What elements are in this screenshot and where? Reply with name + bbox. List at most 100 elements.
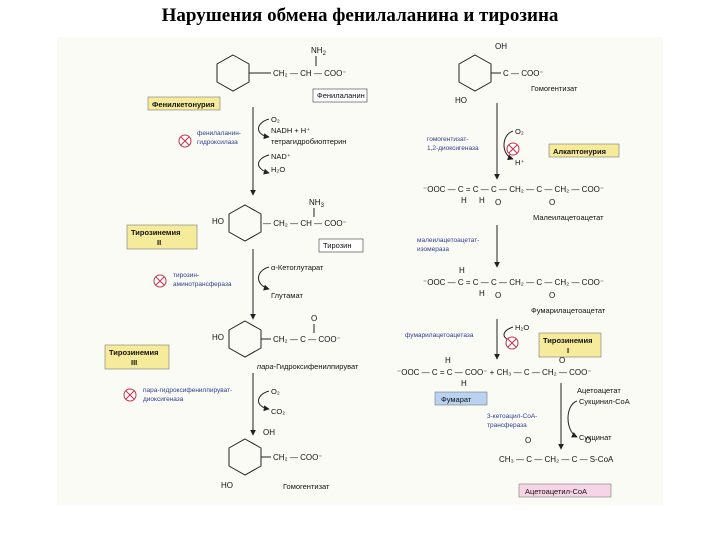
faa-h2: H: [479, 289, 485, 298]
tyr3-disease-line1: Тирозинемия: [109, 348, 158, 357]
faa-h1: H: [459, 266, 465, 275]
maa-formula: ⁻OOC — C = C — C — CH₂ — C — CH₂ — COO⁻: [423, 185, 604, 194]
phe-chain: CH₂ — CH — COO⁻: [273, 69, 347, 78]
rhga-ho: HO: [455, 96, 467, 105]
fah-disease-box: [538, 332, 602, 358]
alk-o2: O₂: [515, 127, 524, 136]
alk-enzyme-line1: гомогентизат-: [427, 136, 469, 143]
phe-name: Фенилаланин: [317, 91, 365, 100]
cofactor-arrow: [258, 266, 270, 291]
aacoa-name: Ацетоацетил-CoA: [525, 487, 587, 496]
tyr2-disease-box: [126, 224, 198, 250]
hga-ho: HO: [221, 481, 233, 490]
faa-formula: ⁻OOC — C = C — C — CH₂ — C — CH₂ — COO⁻: [423, 278, 604, 287]
step3-o2: O₂: [271, 387, 280, 396]
phenylalanine: CH₂ — CH — COO⁻ NH2 Фенилаланин: [216, 46, 368, 103]
tyr-name-box: [318, 238, 364, 253]
page-title: Нарушения обмена фенилаланина и тирозина: [161, 5, 559, 26]
alk-enzyme-line2: 1,2-диоксигеназа: [427, 145, 479, 152]
hpp-name: пара-Гидроксифенилпируват: [257, 362, 359, 371]
pku-disease: Фенилкетонурия: [152, 100, 215, 109]
alk-disease: Алкаптонурия: [553, 147, 606, 156]
step1-thb: тетрагидробиоптерин: [271, 137, 346, 146]
scoa-succinyl: Сукцинил-CoA: [579, 397, 630, 406]
rhga-oh: OH: [495, 42, 507, 51]
block-icon-cross: [180, 136, 190, 146]
step1-nad: NAD⁺: [271, 152, 291, 161]
hpp-ho: HO: [212, 333, 224, 342]
hga-chain: CH₂ — COO⁻: [273, 453, 323, 462]
step1-o2: O₂: [271, 115, 280, 124]
iso-enzyme-line1: малеилацетоацетат-: [417, 237, 479, 244]
fumarate-name: Фумарат: [441, 395, 472, 404]
benzene-ring: [216, 54, 250, 92]
fumarate-box: [434, 391, 488, 406]
tyr-chain: — CH₂ — CH — COO⁻: [263, 219, 347, 228]
step2-akg: α-Кетоглутарат: [271, 263, 324, 272]
block-icon-cross: [125, 390, 135, 400]
acetoacetate-name: Ацетоацетат: [577, 386, 621, 395]
pathway-panel: CH₂ — CH — COO⁻ NH2 Фенилаланин Фенилкет…: [57, 37, 663, 505]
tyr3-disease-box: [104, 344, 170, 370]
cofactor-arrow: [258, 390, 270, 412]
fah-disease-line2: I: [567, 346, 569, 355]
tyr3-disease-line2: III: [131, 358, 137, 367]
pku-enzyme-line1: фенилаланин-: [197, 130, 241, 137]
fah-enzyme: фумарилацетоацетаза: [405, 332, 474, 339]
tyr-ho: HO: [212, 217, 224, 226]
cofactor-arrow: [503, 130, 514, 161]
fumarylacetoacetate: H ⁻OOC — C = C — C — CH₂ — C — CH₂ — COO…: [423, 266, 606, 315]
hga-name: Гомогентизат: [283, 482, 330, 491]
alk-disease-box: [548, 143, 620, 158]
prod-formula: ⁻OOC — C = C — COO⁻ + CH₃ — C — CH₂ — CO…: [397, 368, 592, 377]
fah-disease-line1: Тирозинемия: [543, 336, 592, 345]
benzene-ring: [228, 320, 262, 358]
aacoa-box: [518, 483, 612, 498]
faa-o2: O: [549, 291, 555, 300]
alk-h: H⁺: [515, 158, 524, 167]
maa-o1: O: [495, 198, 501, 207]
tyr3-enzyme-line1: пара-гидроксифенилпируват-: [143, 387, 232, 394]
hpp-o: O: [311, 314, 317, 323]
aacoa-o1: O: [525, 436, 531, 445]
hydroxyphenylpyruvate: HO CH₂ — C — COO⁻ O пара-Гидроксифенилпи…: [212, 314, 359, 371]
maa-o2: O: [549, 198, 555, 207]
aacoa-formula: CH₃ — C — CH₂ — C — S-CoA: [499, 455, 614, 464]
rhga-name: Гомогентизат: [531, 84, 578, 93]
step2-glu: Глутамат: [271, 291, 303, 300]
phe-nh2: NH2: [311, 46, 327, 57]
pathway-diagram: CH₂ — CH — COO⁻ NH2 Фенилаланин Фенилкет…: [104, 42, 630, 498]
cofactor-arrow: [567, 400, 578, 438]
benzene-ring: [228, 204, 262, 242]
scoa-succinate: Сукцинат: [579, 433, 612, 442]
tyrosine: HO — CH₂ — CH — COO⁻ NH3 Тирозин: [212, 198, 364, 253]
prod-h1: H: [445, 356, 451, 365]
rhga-chain: C — COO⁻: [503, 69, 544, 78]
maa-h1: H: [461, 196, 467, 205]
iso-enzyme-line2: изомераза: [417, 246, 449, 253]
phe-name-box: [312, 88, 368, 103]
faa-o1: O: [495, 291, 501, 300]
tyr-nh3: NH3: [309, 198, 325, 209]
benzene-ring: [228, 438, 262, 476]
cofactor-arrow: [258, 118, 270, 140]
prod-h2: H: [461, 379, 467, 388]
tyr2-disease-line1: Тирозинемия: [131, 228, 180, 237]
tyr2-enzyme-line2: аминотрансфераза: [173, 281, 232, 288]
maa-name: Малеилацетоацетат: [533, 213, 604, 222]
cofactor-arrow: [258, 154, 270, 175]
prod-o: O: [559, 356, 565, 365]
step3-co2: CO₂: [271, 407, 285, 416]
benzene-ring: [458, 54, 492, 92]
step1-nadh: NADH + H⁺: [271, 126, 310, 135]
tyr3-enzyme-line2: диоксигеназа: [143, 396, 184, 403]
block-icon-cross: [508, 144, 518, 154]
fah-h2o: H₂O: [515, 323, 529, 332]
hga-oh: OH: [263, 428, 275, 437]
pku-disease-box: [147, 96, 221, 111]
hpp-chain: CH₂ — C — COO⁻: [273, 335, 341, 344]
homogentisate-left: OH CH₂ — COO⁻ HO Гомогентизат: [221, 428, 330, 491]
tyr2-disease-line2: II: [157, 238, 161, 247]
scoa-enzyme-line1: 3-кетоацил-CoA-: [487, 413, 537, 420]
step1-h2o: H₂O: [271, 165, 285, 174]
